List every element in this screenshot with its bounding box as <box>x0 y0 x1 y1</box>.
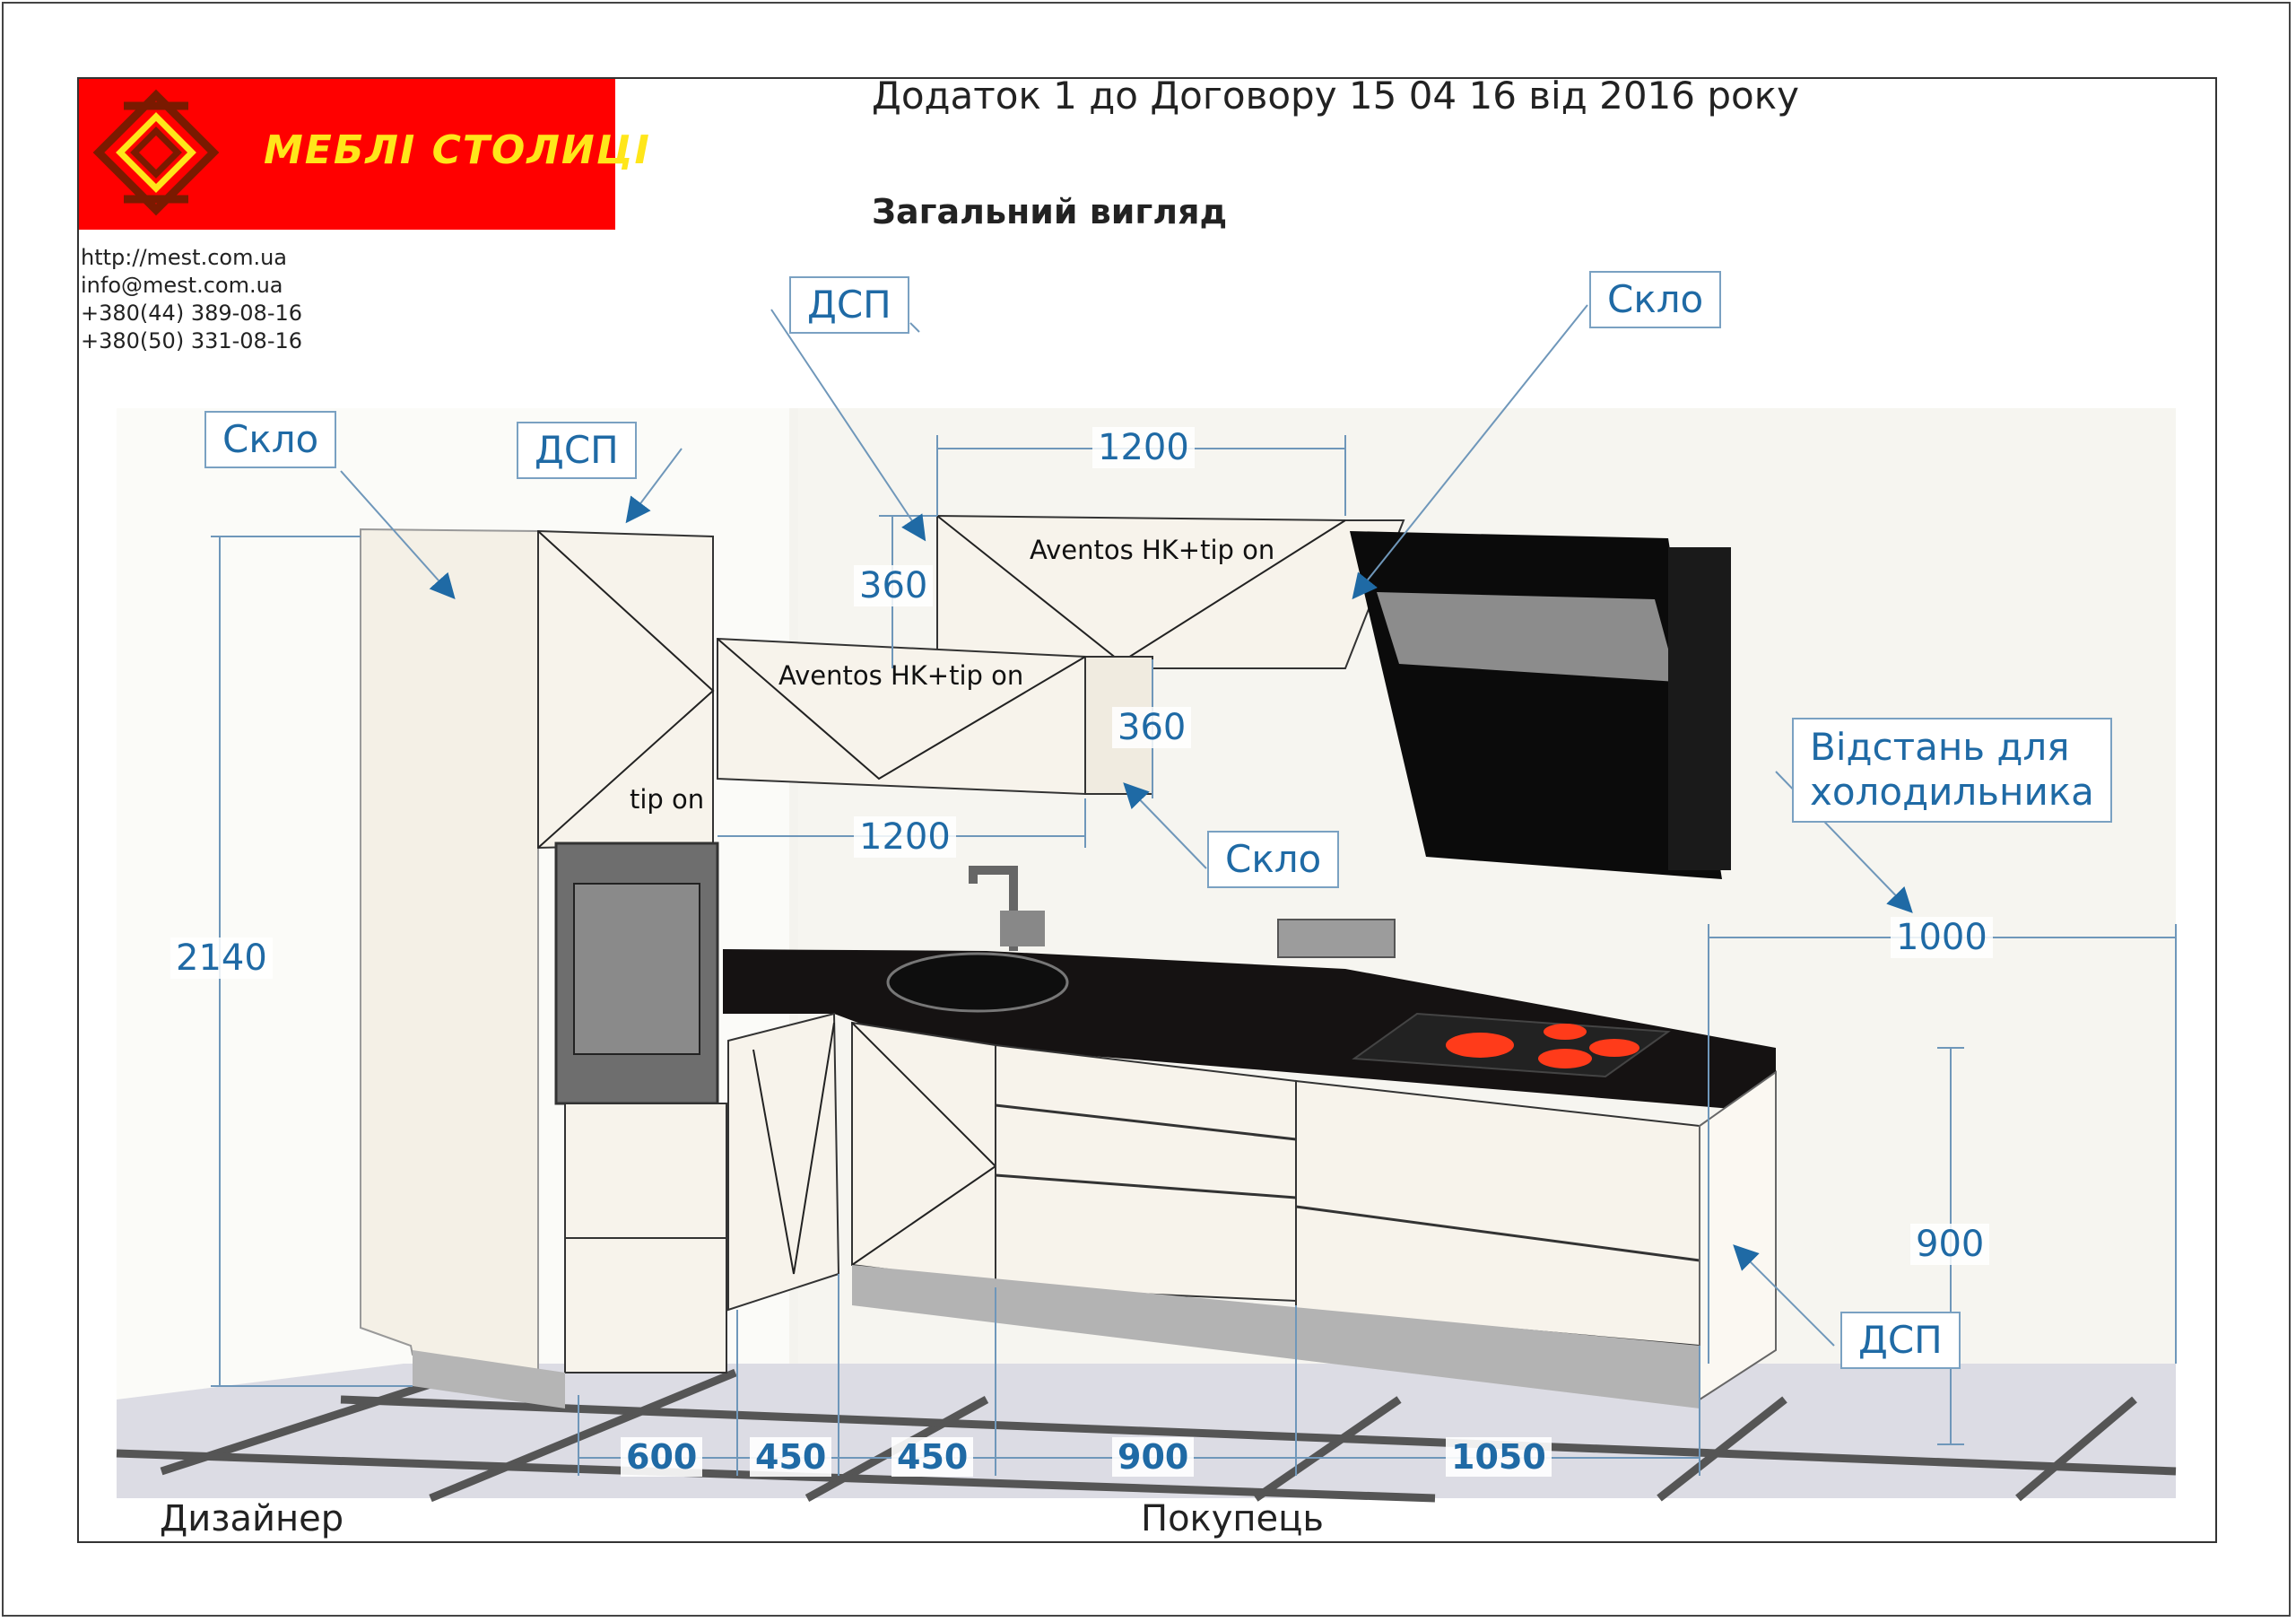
label-dsp-tall: ДСП <box>517 422 637 480</box>
note-aventos-low: Aventos HK+tip on <box>778 660 1024 691</box>
logo-wordmark: МЕБЛІ СТОЛИЦІ <box>264 127 651 173</box>
end-side-panel <box>1699 1070 1777 1401</box>
faucet-base <box>1000 911 1045 946</box>
drawing-frame <box>77 77 2217 1543</box>
tall-cabinet-side <box>360 528 539 1397</box>
dim-fridge-gap: 1000 <box>1891 917 1993 958</box>
signature-customer: Покупець <box>1141 1498 1324 1539</box>
phone-2: +380(50) 331-08-16 <box>81 328 303 353</box>
dim-upper-width: 1200 <box>1092 427 1195 468</box>
hob-burner-icon <box>1538 1049 1592 1068</box>
logo-emblem-icon <box>92 89 220 216</box>
hob-burner-icon <box>1589 1039 1639 1057</box>
contact-block: http://mest.com.ua info@mest.com.ua +380… <box>81 244 302 355</box>
base-corner-mark <box>752 1022 835 1275</box>
dim-lower-cab-height: 360 <box>1112 707 1192 748</box>
base-door-450[interactable] <box>851 1021 996 1285</box>
company-logo: МЕБЛІ СТОЛИЦІ <box>79 79 649 230</box>
dim-bottom-600: 600 <box>621 1437 703 1477</box>
phone-1: +380(44) 389-08-16 <box>81 301 303 326</box>
dim-bottom-900: 900 <box>1112 1437 1195 1477</box>
dim-bottom-450-b: 450 <box>891 1437 974 1477</box>
tall-cabinet-plinth <box>413 1350 565 1408</box>
note-tip-on: tip on <box>630 784 705 815</box>
hood-chimney <box>1668 547 1731 870</box>
note-aventos-high: Aventos HK+tip on <box>1030 535 1275 565</box>
base-drawers-900[interactable] <box>995 1043 1297 1303</box>
label-sklo-upper-low: Скло <box>1207 831 1340 889</box>
website-link[interactable]: http://mest.com.ua <box>81 245 288 270</box>
drawer-handle <box>1295 1205 1700 1262</box>
label-dsp-upper: ДСП <box>789 276 909 335</box>
dim-lower-cab-width: 1200 <box>854 816 956 858</box>
drawer-handles <box>995 1103 1297 1199</box>
document-subtitle: Загальний вигляд <box>872 192 1228 231</box>
document-title: Додаток 1 до Договору 15 04 16 від 2016 … <box>872 74 1799 118</box>
hob-burner-icon <box>1446 1033 1514 1058</box>
hood-glass-strip <box>1377 592 1677 682</box>
label-fridge-distance: Відстань для холодильника <box>1792 718 2112 823</box>
hob-burner-icon <box>1544 1024 1587 1040</box>
door-opening-mark <box>537 530 715 849</box>
dim-upper-height: 360 <box>854 565 934 606</box>
label-fridge-distance-line-2: холодильника <box>1810 770 2094 815</box>
label-fridge-distance-line-1: Відстань для <box>1810 725 2070 769</box>
tall-cabinet-drawer-2[interactable] <box>564 1237 727 1373</box>
email-link[interactable]: info@mest.com.ua <box>81 273 283 298</box>
tall-cabinet-drawer-1[interactable] <box>564 1103 727 1239</box>
dim-bottom-1050: 1050 <box>1446 1437 1552 1477</box>
dim-tall-height: 2140 <box>170 937 273 979</box>
signature-designer: Дизайнер <box>160 1498 344 1539</box>
wall-sockets <box>1277 919 1396 958</box>
upper-cabinet-low-mark <box>717 638 1086 780</box>
sink-bowl-icon <box>886 952 1069 1013</box>
oven-window <box>573 883 700 1055</box>
label-sklo-tall: Скло <box>204 411 337 469</box>
base-corner-door[interactable] <box>727 1012 840 1312</box>
dim-base-height: 900 <box>1910 1224 1990 1265</box>
label-dsp-side: ДСП <box>1840 1312 1961 1370</box>
label-sklo-hood: Скло <box>1589 271 1722 329</box>
base-plinth <box>852 1265 1700 1408</box>
dim-bottom-450-a: 450 <box>750 1437 832 1477</box>
